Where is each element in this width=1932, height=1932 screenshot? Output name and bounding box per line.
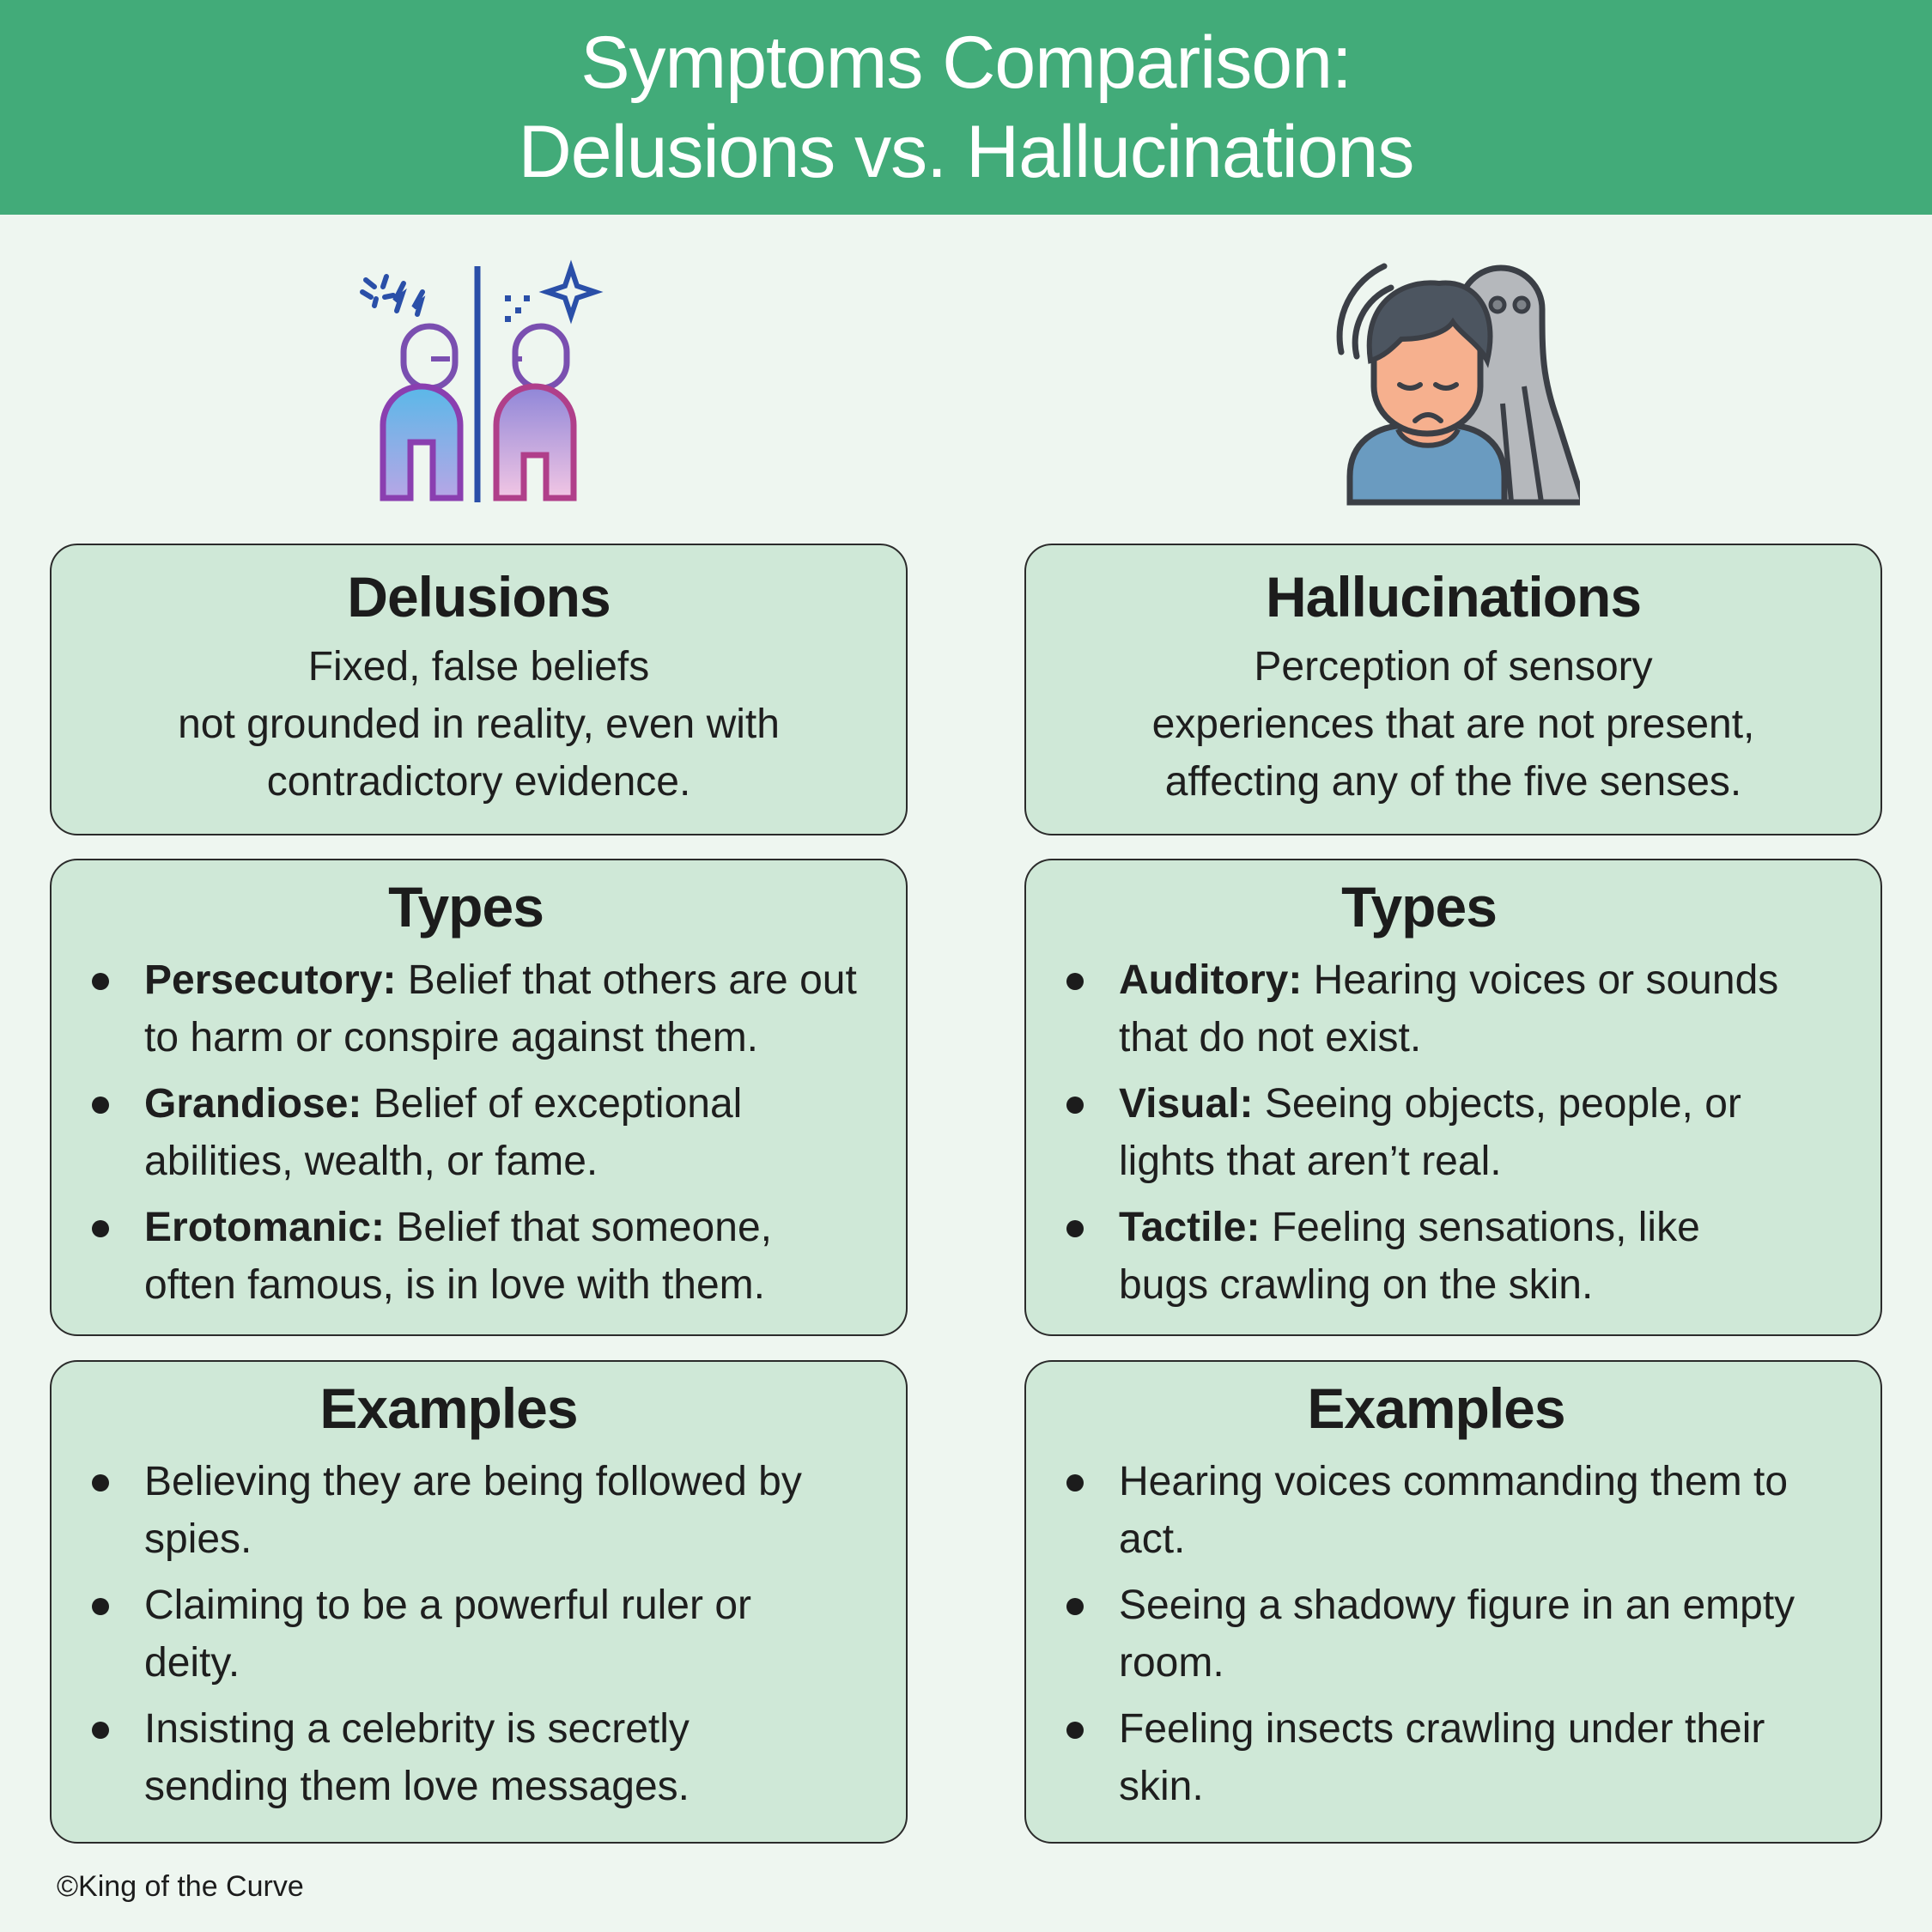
type-text: Hearing voices or sounds that do not exi… xyxy=(1119,957,1779,1060)
list-item: Insisting a celebrity is secretly sendin… xyxy=(52,1700,846,1815)
example-text: Insisting a celebrity is secretly sendin… xyxy=(144,1706,690,1809)
list-item: Grandiose: Belief of exceptional abiliti… xyxy=(52,1075,880,1190)
type-term: Erotomanic: xyxy=(144,1205,386,1250)
hallucinations-types-card: Types Auditory: Hearing voices or sounds… xyxy=(1024,859,1882,1336)
example-text: Claiming to be a powerful ruler or deity… xyxy=(144,1583,751,1686)
description-line: not grounded in reality, even with xyxy=(178,702,780,747)
type-term: Persecutory: xyxy=(144,957,397,1003)
delusions-types-card: Types Persecutory: Belief that others ar… xyxy=(50,859,908,1336)
page-title-line-2: Delusions vs. Hallucinations xyxy=(518,111,1415,193)
type-term: Tactile: xyxy=(1119,1205,1261,1250)
type-term: Auditory: xyxy=(1119,957,1303,1003)
description-line: contradictory evidence. xyxy=(266,759,691,805)
type-text: Belief of exceptional abilities, wealth,… xyxy=(144,1081,743,1184)
type-text: Belief that others are out to harm or co… xyxy=(144,957,857,1060)
delusions-definition-card: Delusions Fixed, false beliefs not groun… xyxy=(50,544,908,835)
example-text: Hearing voices commanding them to act. xyxy=(1119,1459,1789,1562)
delusions-types-title: Types xyxy=(388,875,544,939)
description-line: Fixed, false beliefs xyxy=(307,644,650,690)
list-item: Hearing voices commanding them to act. xyxy=(1026,1453,1846,1568)
example-text: Believing they are being followed by spi… xyxy=(144,1459,802,1562)
hallucinations-examples-list: Hearing voices commanding them to act. S… xyxy=(1026,1453,1846,1815)
list-item: Seeing a shadowy figure in an empty room… xyxy=(1026,1577,1846,1692)
example-text: Feeling insects crawling under their ski… xyxy=(1119,1706,1765,1809)
bullet-icon xyxy=(1066,1097,1084,1114)
bullet-icon xyxy=(92,1598,109,1615)
hallucinations-definition-card: Hallucinations Perception of sensory exp… xyxy=(1024,544,1882,835)
type-text: Seeing objects, people, or lights that a… xyxy=(1119,1081,1741,1184)
delusions-description: Fixed, false beliefs not grounded in rea… xyxy=(52,638,906,811)
two-people-conflict-icon xyxy=(352,258,610,507)
list-item: Visual: Seeing objects, people, or light… xyxy=(1026,1075,1812,1190)
list-item: Claiming to be a powerful ruler or deity… xyxy=(52,1577,846,1692)
type-text: Belief that someone, often famous, is in… xyxy=(144,1205,772,1308)
list-item: Believing they are being followed by spi… xyxy=(52,1453,846,1568)
type-term: Visual: xyxy=(1119,1081,1254,1127)
list-item: Erotomanic: Belief that someone, often f… xyxy=(52,1199,880,1314)
bullet-icon xyxy=(92,1474,109,1492)
delusions-examples-card: Examples Believing they are being follow… xyxy=(50,1360,908,1844)
hallucinations-types-list: Auditory: Hearing voices or sounds that … xyxy=(1026,951,1812,1314)
bullet-icon xyxy=(92,1220,109,1237)
type-text: Feeling sensations, like bugs crawling o… xyxy=(1119,1205,1700,1308)
bullet-icon xyxy=(1066,1220,1084,1237)
hallucinations-description: Perception of sensory experiences that a… xyxy=(1026,638,1880,811)
bullet-icon xyxy=(92,1722,109,1739)
title-banner: Symptoms Comparison: Delusions vs. Hallu… xyxy=(0,0,1932,215)
copyright-text: ©King of the Curve xyxy=(57,1870,304,1903)
bullet-icon xyxy=(1066,973,1084,990)
bullet-icon xyxy=(1066,1474,1084,1492)
list-item: Persecutory: Belief that others are out … xyxy=(52,951,880,1066)
anxious-person-with-shadow-figure-icon xyxy=(1331,258,1580,507)
hallucinations-types-title: Types xyxy=(1341,875,1498,939)
hallucinations-examples-title: Examples xyxy=(1307,1376,1565,1440)
description-line: experiences that are not present, xyxy=(1151,702,1755,747)
example-text: Seeing a shadowy figure in an empty room… xyxy=(1119,1583,1795,1686)
bullet-icon xyxy=(1066,1598,1084,1615)
delusions-title: Delusions xyxy=(347,565,611,629)
delusions-types-list: Persecutory: Belief that others are out … xyxy=(52,951,880,1314)
bullet-icon xyxy=(92,1097,109,1114)
delusions-examples-list: Believing they are being followed by spi… xyxy=(52,1453,846,1815)
hallucinations-title: Hallucinations xyxy=(1265,565,1642,629)
page-title-line-1: Symptoms Comparison: xyxy=(580,21,1352,104)
description-line: Perception of sensory xyxy=(1254,644,1653,690)
list-item: Auditory: Hearing voices or sounds that … xyxy=(1026,951,1812,1066)
list-item: Feeling insects crawling under their ski… xyxy=(1026,1700,1846,1815)
description-line: affecting any of the five senses. xyxy=(1164,759,1742,805)
bullet-icon xyxy=(1066,1722,1084,1739)
list-item: Tactile: Feeling sensations, like bugs c… xyxy=(1026,1199,1812,1314)
type-term: Grandiose: xyxy=(144,1081,362,1127)
hallucinations-examples-card: Examples Hearing voices commanding them … xyxy=(1024,1360,1882,1844)
bullet-icon xyxy=(92,973,109,990)
delusions-examples-title: Examples xyxy=(319,1376,578,1440)
